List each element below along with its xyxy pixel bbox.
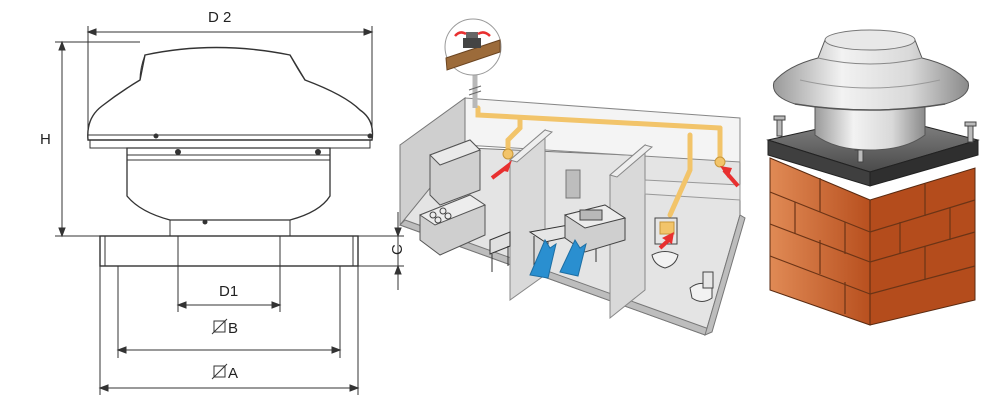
dim-label-a: A [228, 365, 238, 382]
exhaust-arrows [490, 160, 740, 250]
base-flange [99, 235, 359, 267]
supply-arrows [529, 238, 587, 279]
technical-drawing [55, 26, 404, 395]
dim-label-d1: D1 [219, 283, 238, 300]
dim-label-b: B [228, 320, 238, 337]
exhaust-ducts [475, 105, 723, 218]
motor-housing [126, 147, 331, 221]
fan-on-brick-base [766, 29, 980, 326]
dim-label-h: H [40, 131, 51, 148]
dim-label-c: C [389, 244, 406, 255]
dim-label-d2: D 2 [208, 9, 231, 26]
building-cutaway [399, 18, 746, 336]
fan-motor [814, 99, 926, 151]
fan-hood-outline [87, 46, 374, 141]
